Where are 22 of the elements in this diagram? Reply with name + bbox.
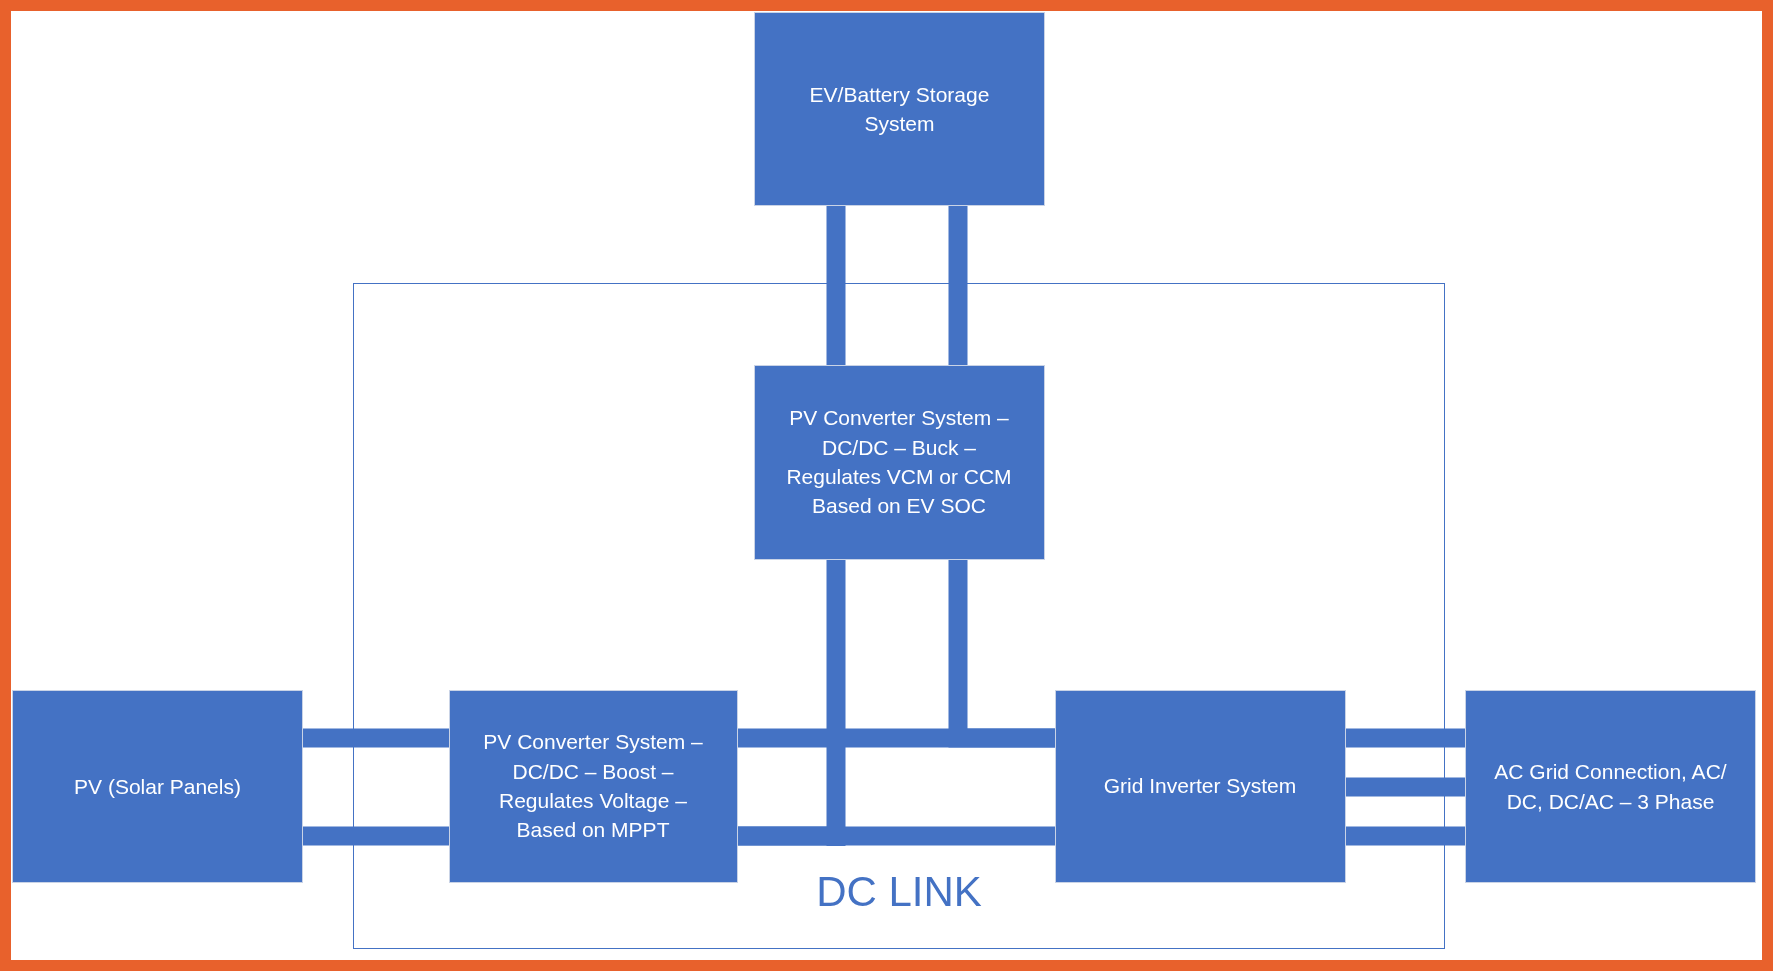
box-label: Grid Inverter System (1103, 773, 1297, 800)
process-box (1054, 689, 1346, 883)
process-box (12, 690, 303, 883)
connector-bar (1346, 777, 1465, 797)
connector-bar (1346, 826, 1465, 846)
process-box (754, 12, 1045, 206)
box-label: PV Converter System – DC/DC – Buck – Regulates VCM or CCM Based on EV SOC (785, 405, 1013, 520)
box-label: EV/Battery Storage System (808, 81, 991, 137)
connector-bar (948, 560, 1055, 748)
process-box (1465, 690, 1756, 883)
connector-bar (303, 728, 449, 748)
box-label: PV Converter System – DC/DC – Boost – Regulates Voltage – Based on MPPT (482, 729, 704, 844)
connector-bar (303, 826, 449, 846)
connector-bar (826, 206, 846, 365)
region-label: DC LINK (816, 867, 982, 918)
connector-bar (1346, 728, 1465, 748)
connector-bar (948, 206, 968, 365)
box-label: AC Grid Connection, AC/ DC, DC/AC – 3 Phase (1493, 759, 1728, 815)
process-box (448, 689, 738, 883)
dc-link-boundary (353, 283, 1445, 949)
process-box (753, 364, 1045, 560)
box-label: PV (Solar Panels) (74, 773, 241, 800)
